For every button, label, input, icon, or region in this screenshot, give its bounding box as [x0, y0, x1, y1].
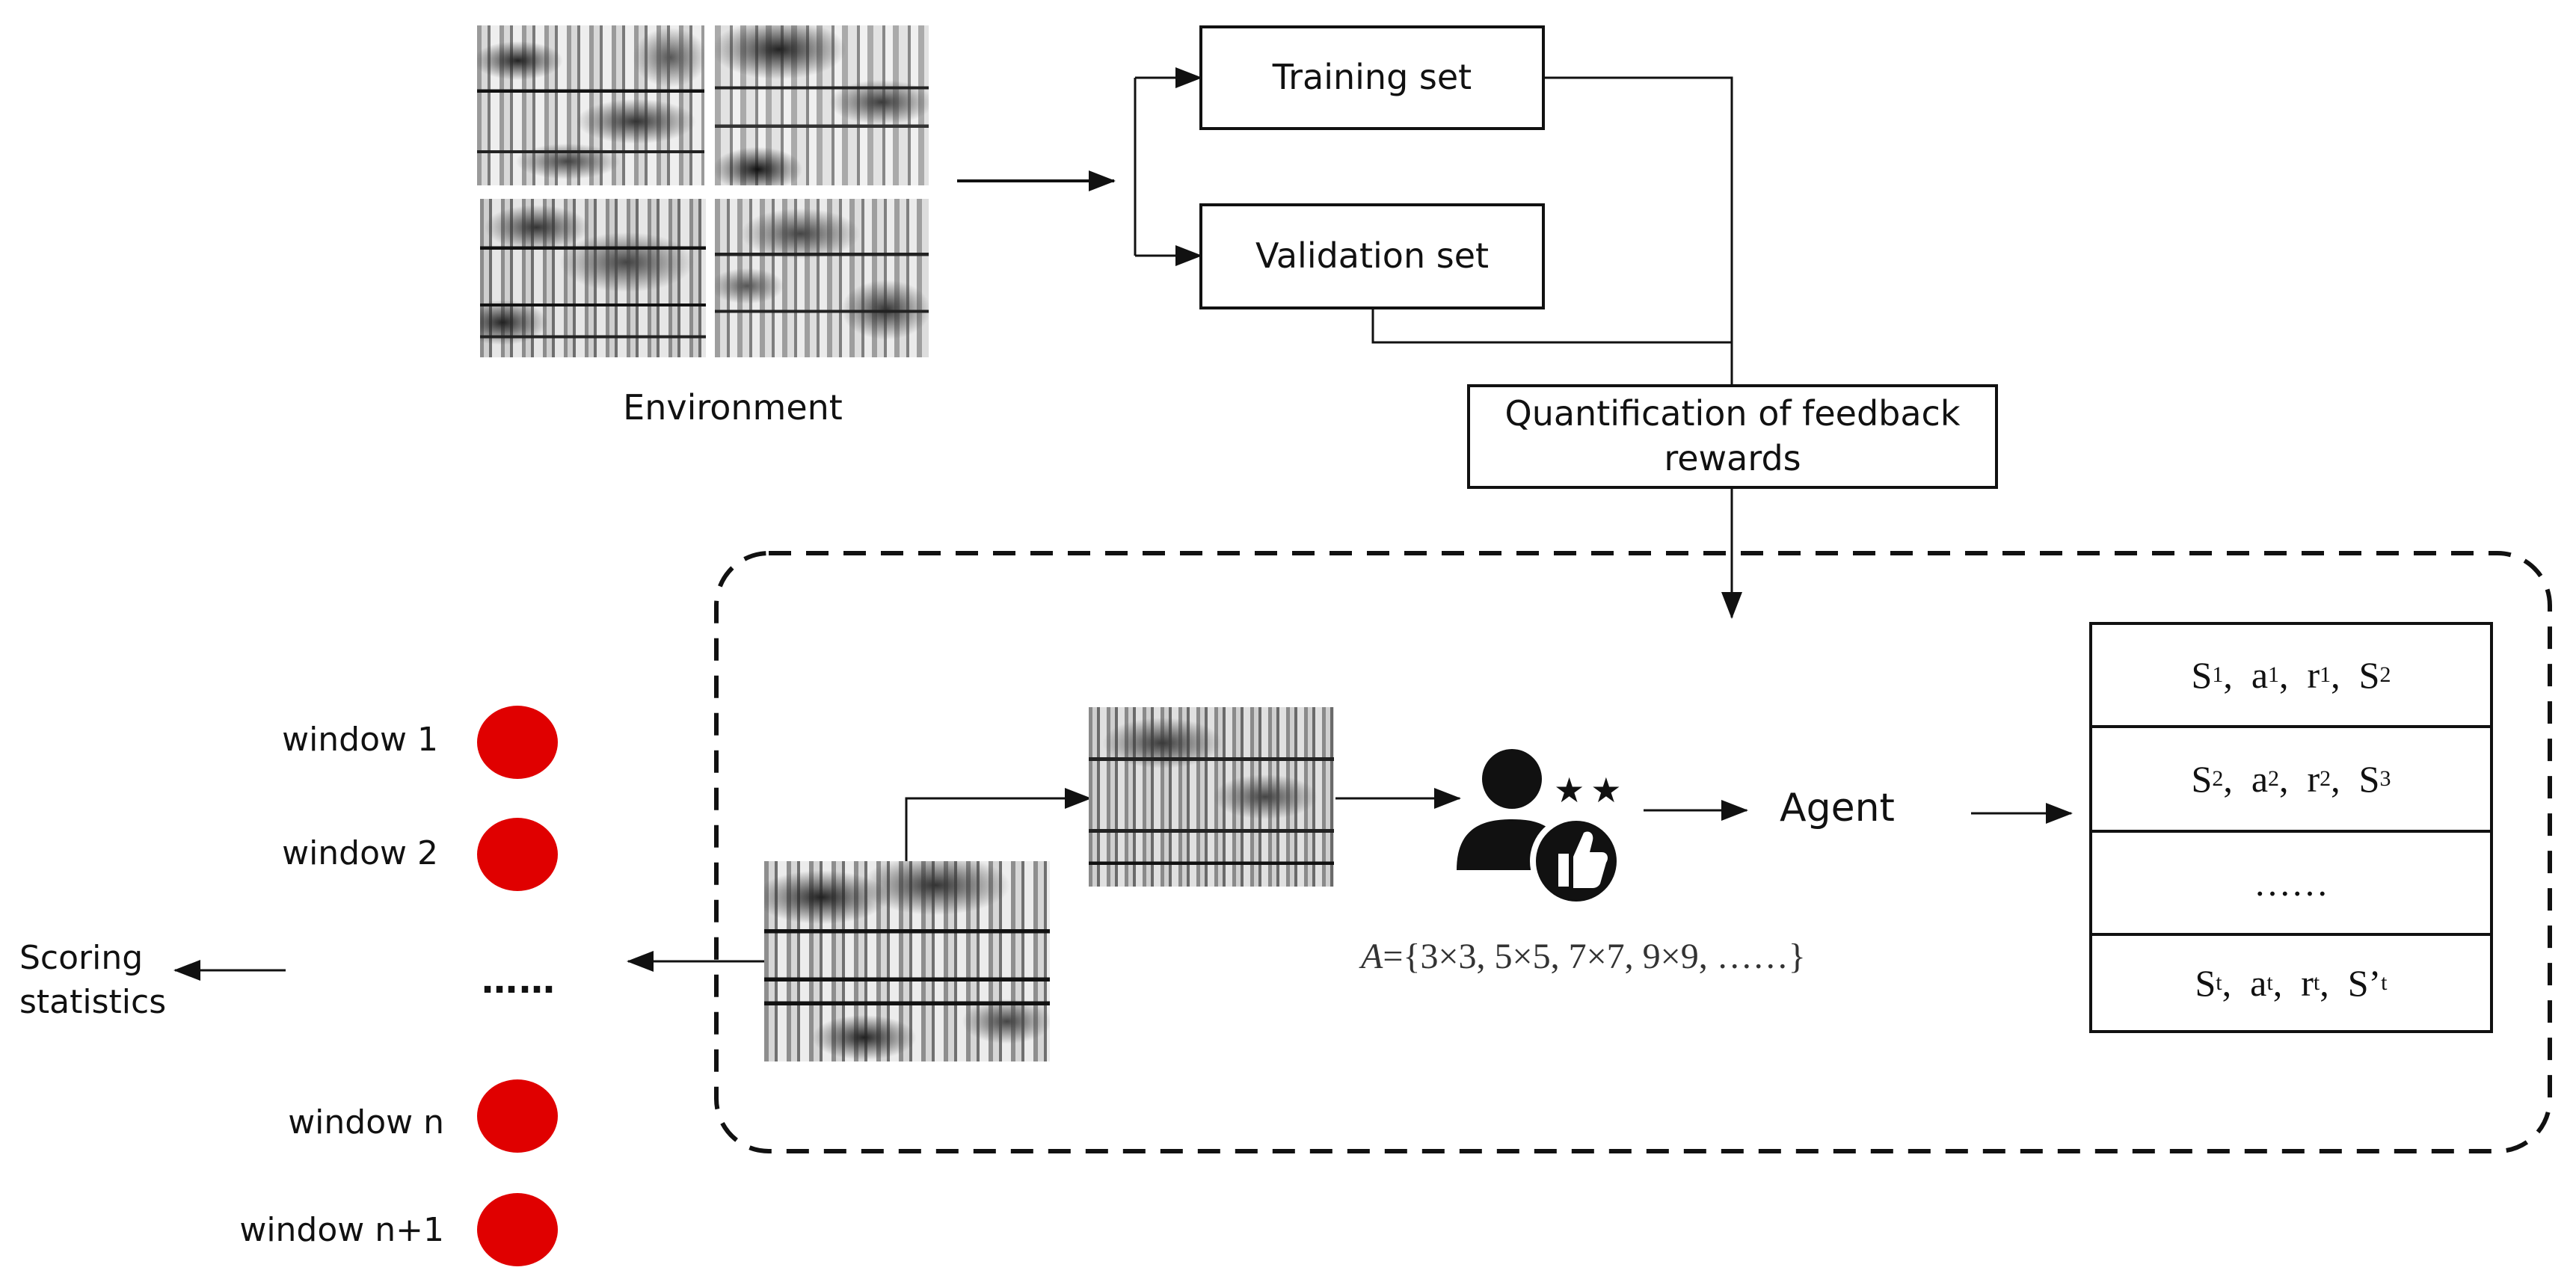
training-set-label: Training set — [1272, 57, 1472, 98]
quantification-label: Quantification of feedback rewards — [1504, 393, 1961, 478]
action-set-formula: A={3×3, 5×5, 7×7, 9×9, ……} — [1361, 936, 1806, 977]
window-label-n: window n — [288, 1103, 444, 1141]
window-ellipsis: …… — [482, 960, 556, 1002]
validation-to-quantification — [1371, 308, 1732, 344]
action-set-symbol: A — [1361, 937, 1383, 976]
validation-set-box: Validation set — [1199, 203, 1545, 309]
window-label-n-plus-1: window n+1 — [239, 1211, 444, 1249]
window-image — [1089, 707, 1334, 887]
agent-label: Agent — [1780, 786, 1895, 831]
environment-image-2 — [715, 25, 929, 185]
training-to-quantification — [1543, 76, 1733, 387]
action-set-values: ={3×3, 5×5, 7×7, 9×9, ……} — [1383, 937, 1806, 976]
scoring-statistics-label: Scoring statistics — [19, 936, 166, 1025]
environment-image-3 — [480, 199, 706, 357]
scoring-line-2: statistics — [19, 983, 167, 1022]
quantification-box: Quantification of feedback rewards — [1467, 384, 1998, 489]
environment-image-1 — [477, 25, 704, 185]
environment-label: Environment — [623, 387, 843, 428]
arrow-image-to-window — [905, 788, 1092, 861]
validation-set-label: Validation set — [1255, 235, 1490, 277]
window-label-2: window 2 — [282, 834, 438, 872]
memory-row-ellipsis: …… — [2092, 833, 2490, 936]
window-dot-2 — [477, 818, 558, 891]
window-dot-n — [477, 1079, 558, 1153]
window-dot-1 — [477, 706, 558, 779]
scoring-line-1: Scoring — [19, 939, 144, 977]
environment-image-4 — [715, 199, 929, 357]
input-image — [764, 861, 1050, 1061]
window-label-1: window 1 — [282, 721, 438, 759]
user-thumbs-up-stars-icon — [1457, 749, 1623, 907]
training-set-box: Training set — [1199, 25, 1545, 130]
window-dot-n-plus-1 — [477, 1193, 558, 1266]
rating-stars: ★★ — [1554, 770, 1628, 810]
agent-region-dashed — [714, 551, 2552, 1153]
